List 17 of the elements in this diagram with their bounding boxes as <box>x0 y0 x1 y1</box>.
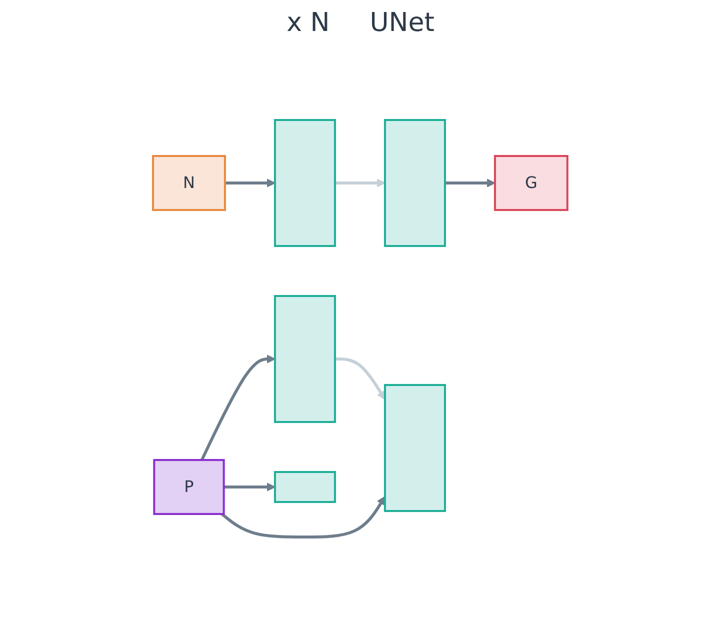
node-bar <box>384 118 446 246</box>
node-box: N <box>152 154 226 210</box>
arrow <box>335 178 386 187</box>
node-bar <box>274 294 336 422</box>
diagram-label: x N <box>286 8 330 38</box>
diagram-label: UNet <box>370 8 434 38</box>
node-box: G <box>494 154 569 210</box>
arrow <box>221 496 386 538</box>
node-box: P <box>153 458 226 514</box>
node-bar <box>384 384 446 512</box>
arrow <box>224 482 276 491</box>
arrow <box>225 178 276 187</box>
arrow <box>445 178 496 187</box>
arrow <box>335 357 386 400</box>
arrow <box>200 354 276 460</box>
node-box <box>274 470 336 502</box>
node-bar <box>274 118 336 246</box>
